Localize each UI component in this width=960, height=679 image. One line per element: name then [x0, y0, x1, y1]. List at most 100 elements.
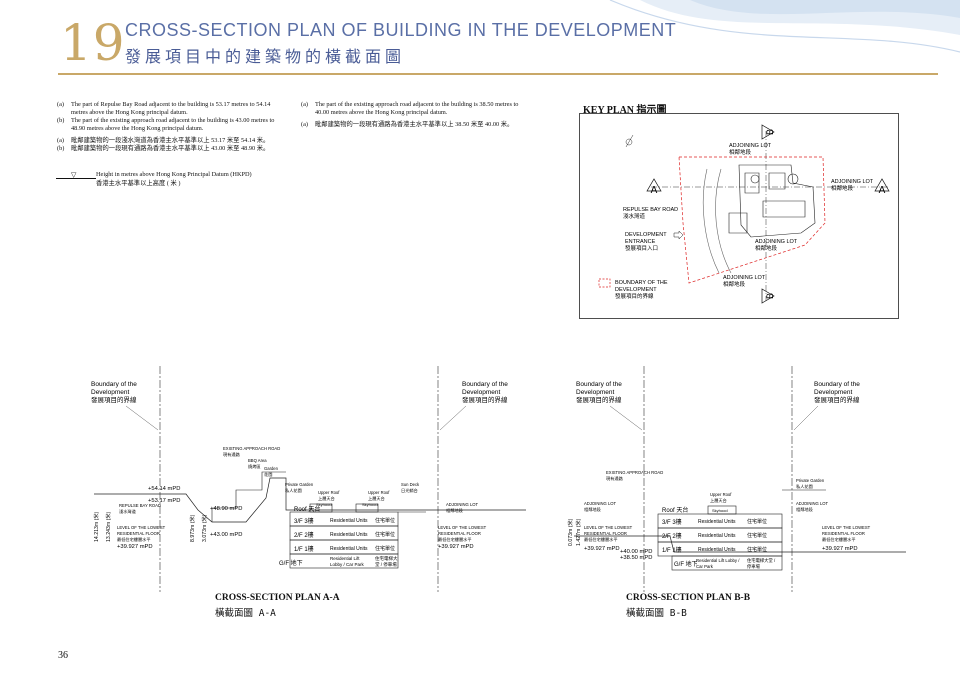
floor-label-gf: G/F 地下: [279, 559, 303, 567]
road-outline: [715, 168, 732, 274]
adjoining-lot-label: ADJOINING LOT: [755, 239, 798, 245]
building-section: [657, 489, 826, 571]
note-label: (a): [57, 137, 64, 144]
legend-line: [56, 178, 96, 179]
note-label: (b): [57, 117, 65, 124]
section-a-label: A: [879, 185, 886, 196]
approach-road-label: EXISTING APPROACH ROAD: [606, 470, 663, 475]
entrance-arrow-icon: [673, 230, 684, 240]
upper-roof-label-zh: 上層天台: [368, 495, 385, 502]
dimension-text: 8.973m (米): [188, 514, 196, 542]
page-number: 36: [58, 650, 68, 661]
skyhood-label: Skyhood: [712, 508, 728, 513]
lowest-floor-label: LEVEL OF THE LOWEST: [822, 525, 871, 530]
repulse-bay-road-label: REPULSE BAY ROAD: [623, 207, 678, 213]
private-garden-label: Private Garden: [796, 478, 825, 483]
adjoining-lot-label: ADJOINING LOT: [446, 502, 479, 507]
residential-units-label: Residential Units: [330, 532, 368, 538]
section-marker-b-bottom: [761, 288, 775, 304]
lowest-floor-label-zh: 最低住宅樓層水平: [584, 536, 618, 543]
lowest-floor-label: RESIDENTIAL FLOOR: [117, 531, 160, 536]
notes-right: (a) The part of the existing approach roa…: [301, 101, 533, 129]
adjoining-lot-label-zh: 相鄰地段: [831, 184, 854, 192]
boundary-label-text: 發展項目的界線: [91, 395, 137, 404]
adjoining-lot-label: ADJOINING LOT: [729, 143, 772, 149]
boundary-label-text: Boundary of the: [576, 381, 622, 388]
sun-deck-label-zh: 日光躺台: [401, 487, 418, 494]
boundary-legend-label: BOUNDARY OF THE: [615, 280, 668, 286]
page-title-zh: 發展項目中的建築物的橫截面圖: [125, 47, 406, 66]
boundary-label-left: Boundary of the Development 發展項目的界線: [576, 381, 643, 431]
level-lowest-right: +39.927 mPD: [438, 544, 474, 550]
lowest-floor-label: LEVEL OF THE LOWEST: [438, 525, 487, 530]
dimension-text: 13.243m (米): [104, 511, 112, 542]
boundary-label-left: Boundary of the Development 發展項目的界線: [91, 381, 159, 431]
cross-section-a: Boundary of the Development 發展項目的界線 Boun…: [91, 366, 526, 592]
level-38-50: +38.50 mPD: [620, 555, 652, 561]
lowest-floor-label-zh: 最低住宅樓層水平: [117, 536, 151, 543]
level-40-00: +40.00 mPD: [620, 549, 652, 555]
boundary-label-text: Boundary of the: [462, 381, 508, 388]
dimension-text: 0.073m (米): [566, 518, 574, 546]
sun-deck-label: Sun Deck: [401, 482, 420, 487]
adjoining-lot-label-zh: 相鄰地段: [584, 506, 602, 513]
adjoining-lot-label-zh: 相鄰地段: [796, 506, 814, 513]
note-text: The part of the existing approach road a…: [315, 101, 519, 116]
bbq-label: BBQ Area: [248, 458, 267, 463]
section-a-label: A: [651, 185, 658, 196]
level-triangle-icon: ▽: [71, 171, 77, 179]
residential-units-label: Residential Units: [698, 547, 736, 553]
floor-label-roof: Roof 天台: [294, 505, 320, 513]
approach-road-label: EXISTING APPROACH ROAD: [223, 446, 280, 451]
approach-road-label-zh: 現有通路: [223, 451, 241, 458]
residential-units-label-zh: 住宅單位: [747, 518, 767, 525]
floor-label-2f: 2/F 2樓: [294, 531, 314, 539]
upper-roof-label: Upper Roof: [368, 490, 390, 495]
boundary-label-text: Development: [576, 389, 614, 396]
key-plan: A A B B ADJOINING LOT 相鄰地段 ADJOINING LOT…: [579, 113, 899, 319]
private-garden-label: Private Garden: [285, 482, 314, 487]
legend-text-zh: 香港主水平基準以上高度 ( 米 ): [96, 180, 181, 187]
residential-units-label: Residential Units: [330, 546, 368, 552]
level-lowest-right: +39.927 mPD: [822, 546, 858, 552]
adjoining-lot-label: ADJOINING LOT: [723, 275, 766, 281]
residential-units-label-zh: 住宅單位: [375, 517, 395, 524]
boundary-label-text: 發展項目的界線: [814, 395, 860, 404]
boundary-label-text: 發展項目的界線: [576, 395, 622, 404]
key-plan-frame: [579, 113, 899, 319]
residential-units-label-zh: 住宅單位: [747, 546, 767, 553]
boundary-label-text: Development: [814, 389, 852, 396]
level-53-17: +53.17 mPD: [148, 498, 180, 504]
boundary-legend-swatch: [598, 278, 611, 288]
note-label: (a): [301, 101, 308, 108]
residential-units-label: Residential Units: [330, 518, 368, 524]
boundary-label-text: Boundary of the: [91, 381, 137, 388]
repulse-bay-road-label-zh: 淺水灣道: [623, 212, 646, 220]
garden-label: Garden: [264, 466, 279, 471]
boundary-label-text: Development: [91, 389, 129, 396]
road-label: REPULSE BAY ROAD: [119, 503, 161, 508]
level-lowest-left: +39.927 mPD: [584, 546, 620, 552]
note-text: 毗鄰建築物的一段現有通路為香港主水平基準以上 43.00 米至 48.90 米。: [71, 145, 270, 152]
upper-roof-label: Upper Roof: [318, 490, 340, 495]
lobby-label-zh: 停車場: [747, 563, 761, 570]
floor-label-3f: 3/F 3樓: [294, 517, 314, 525]
private-garden-label-zh: 私人花園: [285, 487, 302, 494]
dimension-text: 14.213m (米): [92, 511, 100, 542]
floor-label-gf: G/F 地下: [674, 560, 698, 568]
lobby-label: Residential Lift Lobby /: [696, 558, 740, 563]
level-48-90: +48.90 mPD: [210, 506, 242, 512]
note-label: (a): [57, 101, 64, 108]
note-label: (b): [57, 145, 65, 152]
skyhood-label: Skyhood: [316, 502, 332, 507]
boundary-label-text: Development: [462, 389, 500, 396]
lobby-label: Car Park: [696, 564, 714, 569]
note-text: The part of the existing approach road a…: [71, 117, 275, 132]
residential-units-label-zh: 住宅單位: [747, 532, 767, 539]
adjoining-lot-label: ADJOINING LOT: [584, 501, 617, 506]
north-arrow-icon: [625, 134, 634, 148]
level-43-00: +43.00 mPD: [210, 532, 242, 538]
plan-a-caption-zh: 橫截面圖 A-A: [215, 608, 276, 619]
residential-units-label: Residential Units: [698, 533, 736, 539]
note-text: 毗鄰建築物的一段淺水灣道為香港主水平基準以上 53.17 米至 54.14 米。: [71, 137, 270, 144]
